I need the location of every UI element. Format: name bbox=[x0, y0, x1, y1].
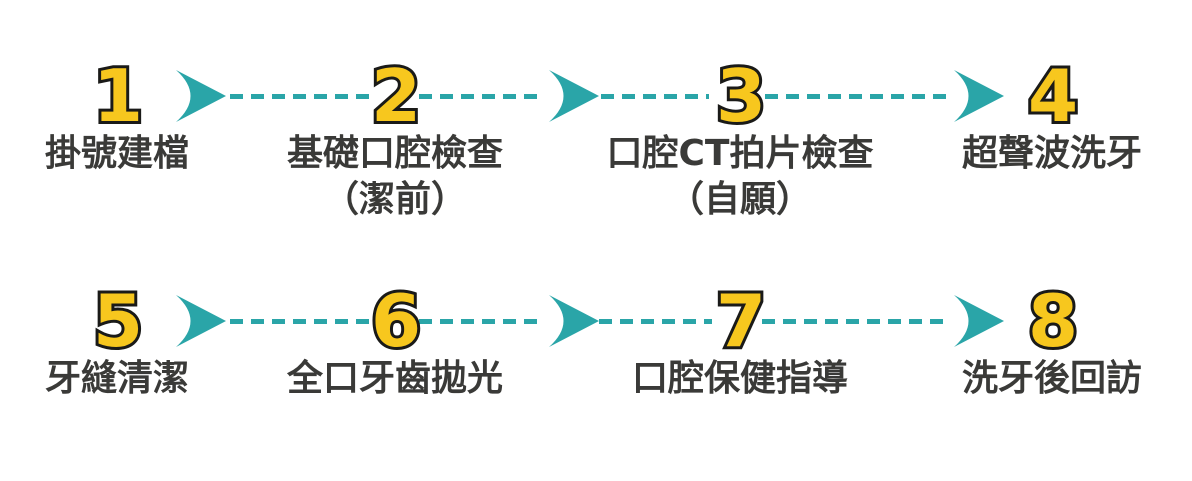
step-label: 基礎口腔檢查 bbox=[286, 133, 504, 174]
chevron-right-arrow-icon bbox=[169, 294, 227, 348]
step-7: 7 口腔保健指導 bbox=[631, 279, 849, 402]
step-label: 口腔CT拍片檢查 bbox=[606, 133, 874, 174]
chevron-right-arrow-icon bbox=[169, 69, 227, 123]
step-number: 5 bbox=[90, 279, 146, 363]
step-label: 牙縫清潔 bbox=[44, 358, 190, 399]
step-sublabel: （潔前） bbox=[322, 179, 468, 220]
step-4: 4 超聲波洗牙 bbox=[961, 54, 1143, 177]
step-2: 2 基礎口腔檢查 （潔前） bbox=[286, 54, 504, 223]
step-number: 8 bbox=[1025, 279, 1081, 363]
dashed-connector-line bbox=[765, 94, 947, 99]
dashed-connector-line bbox=[599, 319, 712, 324]
step-label: 口腔保健指導 bbox=[631, 358, 849, 399]
step-5: 5 牙縫清潔 bbox=[44, 279, 190, 402]
chevron-right-arrow-icon bbox=[947, 294, 1005, 348]
chevron-right-arrow-icon bbox=[542, 294, 600, 348]
step-label: 洗牙後回訪 bbox=[961, 358, 1143, 399]
step-label: 全口牙齒拋光 bbox=[286, 358, 504, 399]
dashed-connector-line bbox=[601, 94, 709, 99]
step-label: 掛號建檔 bbox=[44, 133, 190, 174]
step-number: 3 bbox=[713, 54, 769, 138]
dashed-connector-line bbox=[230, 319, 374, 324]
step-number: 4 bbox=[1025, 54, 1081, 138]
step-number: 2 bbox=[368, 54, 424, 138]
step-number: 6 bbox=[368, 279, 424, 363]
step-3: 3 口腔CT拍片檢查 （自願） bbox=[606, 54, 874, 223]
chevron-right-arrow-icon bbox=[542, 69, 600, 123]
dashed-connector-line bbox=[230, 94, 370, 99]
dashed-connector-line bbox=[419, 94, 541, 99]
step-number: 7 bbox=[713, 279, 769, 363]
step-label: 超聲波洗牙 bbox=[961, 133, 1143, 174]
step-6: 6 全口牙齒拋光 bbox=[286, 279, 504, 402]
step-number: 1 bbox=[90, 54, 146, 138]
step-8: 8 洗牙後回訪 bbox=[961, 279, 1143, 402]
step-sublabel: （自願） bbox=[667, 179, 813, 220]
dashed-connector-line bbox=[762, 319, 946, 324]
chevron-right-arrow-icon bbox=[947, 69, 1005, 123]
step-1: 1 掛號建檔 bbox=[44, 54, 190, 177]
dashed-connector-line bbox=[419, 319, 541, 324]
